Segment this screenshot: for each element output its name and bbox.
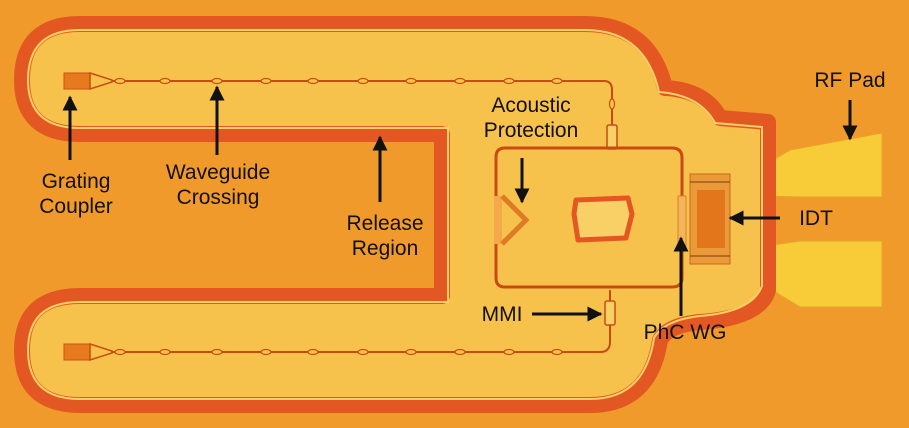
acoustic-protection xyxy=(494,194,530,246)
waveguide-crossings xyxy=(114,77,616,356)
label-release-region-line2: Region xyxy=(351,237,419,260)
release-rim xyxy=(14,16,776,413)
label-idt: IDT xyxy=(799,207,833,230)
label-waveguide-crossing-line2: Crossing xyxy=(176,186,260,209)
label-grating-coupler-line1: Grating xyxy=(41,170,111,193)
label-rf-pad: RF Pad xyxy=(814,69,886,92)
label-grating-coupler-line2: Coupler xyxy=(39,195,113,218)
center-release-hole xyxy=(571,195,635,243)
grating-coupler-bottom xyxy=(63,343,91,361)
mmi-top xyxy=(606,124,618,150)
label-acoustic-protection-line2: Protection xyxy=(483,119,579,142)
release-membrane-highlight xyxy=(26,29,763,400)
label-grating-coupler: Grating Coupler xyxy=(20,169,132,219)
release-region-outline xyxy=(14,16,776,413)
label-phc-wg: PhC WG xyxy=(643,321,727,344)
grating-coupler-top xyxy=(63,72,91,90)
label-mmi: MMI xyxy=(481,303,523,326)
label-acoustic-protection: Acoustic Protection xyxy=(466,93,596,143)
waveguide-top xyxy=(112,80,613,138)
mmi-bottom xyxy=(604,300,616,326)
label-waveguide-crossing: Waveguide Crossing xyxy=(152,160,284,210)
waveguide-bottom xyxy=(112,290,611,353)
annotation-arrows xyxy=(62,85,858,322)
label-waveguide-crossing-line1: Waveguide xyxy=(165,161,271,184)
idt xyxy=(689,173,731,265)
waveguides xyxy=(112,80,613,353)
label-release-region-line1: Release xyxy=(346,212,424,235)
label-release-region: Release Region xyxy=(330,211,440,261)
grating-couplers xyxy=(63,71,113,362)
label-acoustic-protection-line1: Acoustic xyxy=(491,94,571,117)
